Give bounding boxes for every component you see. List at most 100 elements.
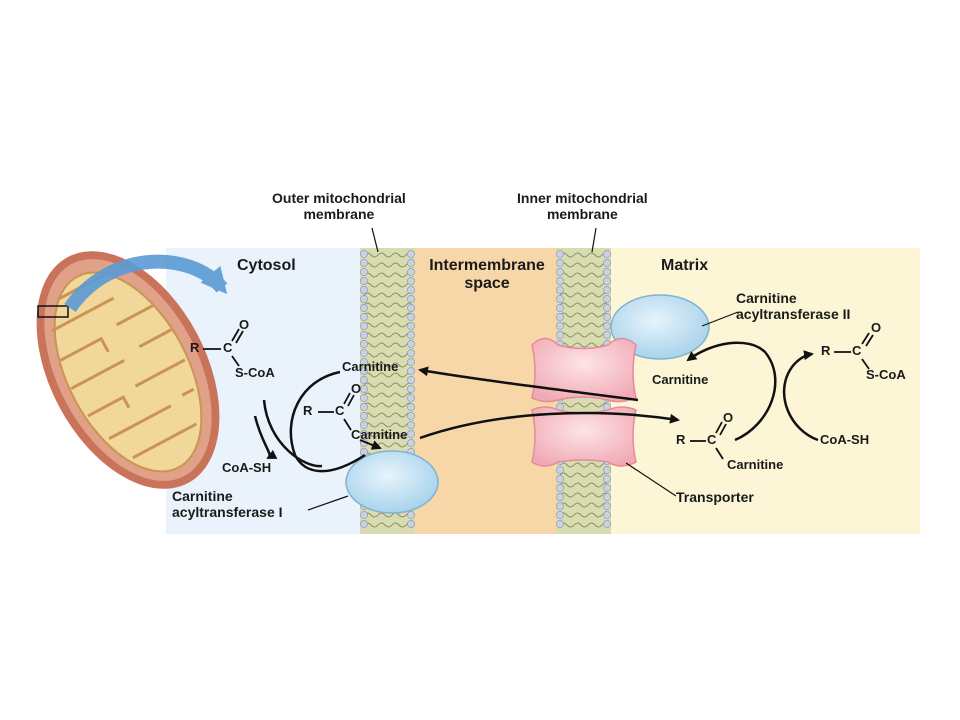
lipid-head-dot [603, 277, 611, 285]
cytosol-acylcarnitine-arrow [359, 439, 382, 450]
lipid-head-dot [360, 331, 368, 339]
lipid-head-dot [407, 268, 415, 276]
transporter-lower-shape [531, 406, 637, 467]
enzyme-ii-line2: acyltransferase II [736, 306, 851, 323]
lipid-head-dot [603, 250, 611, 258]
lipid-head-dot [556, 286, 564, 294]
lipid-head-dot [407, 313, 415, 321]
lipid-head-dot [360, 259, 368, 267]
cytosol-free-carnitine: Carnitine [342, 359, 399, 374]
matrix-acyl-coa-o: O [871, 320, 882, 335]
lipid-head-dot [556, 493, 564, 501]
enzyme-i-pointer [307, 495, 349, 511]
outer-membrane-callout-line1: Outer mitochondrial [272, 190, 406, 206]
lipid-head-dot [556, 277, 564, 285]
cytosol-acyl-coa-scoa: S-CoA [235, 365, 275, 380]
cytosol-carnitine-arc [289, 370, 366, 473]
cytosol-acylcarnitine-bonds [318, 392, 355, 431]
lipid-head-dot [360, 358, 368, 366]
lipid-head-dot [407, 439, 415, 447]
intermembrane-space-title: Intermembrane space [418, 257, 556, 294]
carnitine-acyltransferase-ii-shape [610, 294, 710, 360]
cytosol-coa-sh: CoA-SH [222, 460, 272, 475]
lipid-head-dot [407, 304, 415, 312]
cytosol-acylcarnitine-r: R [303, 403, 313, 418]
transporter-pointer [625, 462, 677, 497]
outer-membrane-pointer [371, 227, 379, 253]
matrix-acylcarnitine-o: O [723, 410, 734, 425]
lipid-head-dot [407, 322, 415, 330]
cytosol-title: Cytosol [237, 257, 296, 274]
lipid-head-dot [556, 331, 564, 339]
lipid-head-dot [360, 313, 368, 321]
lipid-head-dot [360, 385, 368, 393]
matrix-acyl-coa-r: R [821, 343, 831, 358]
lipid-head-dot [407, 331, 415, 339]
cytosol-coa-release-arc [262, 399, 323, 468]
lipid-head-dot [556, 520, 564, 528]
matrix-acylcarnitine-carnitine: Carnitine [727, 457, 784, 472]
lipid-head-dot [360, 286, 368, 294]
transporter-upper-shape [531, 337, 637, 403]
lipid-head-dot [360, 376, 368, 384]
lipid-head-dot [603, 313, 611, 321]
lipid-head-dot [603, 322, 611, 330]
matrix-acyl-coa-bonds [834, 332, 874, 370]
lipid-head-dot [407, 520, 415, 528]
lipid-head-dot [360, 268, 368, 276]
lipid-head-dot [407, 250, 415, 258]
transporter-label: Transporter [676, 489, 754, 505]
inner-membrane-callout: Inner mitochondrial membrane [517, 190, 648, 222]
cytosol-acyl-coa-o: O [239, 317, 250, 332]
matrix-free-carnitine: Carnitine [652, 372, 709, 387]
lipid-head-dot [360, 421, 368, 429]
inner-membrane-callout-line1: Inner mitochondrial [517, 190, 648, 206]
lipid-head-dot [360, 340, 368, 348]
matrix-coa-sh: CoA-SH [820, 432, 870, 447]
cytosol-acyl-coa-bonds [203, 328, 244, 367]
enzyme-i-line2: acyltransferase I [172, 504, 283, 521]
acylcarnitine-import-arrow [419, 411, 680, 440]
lipid-head-dot [360, 322, 368, 330]
lipid-head-dot [556, 268, 564, 276]
lipid-head-dot [360, 349, 368, 357]
enzyme-i-line1: Carnitine [172, 488, 233, 504]
lipid-head-dot [407, 511, 415, 519]
lipid-head-dot [407, 376, 415, 384]
lipid-head-dot [556, 304, 564, 312]
lipid-head-dot [603, 511, 611, 519]
lipid-head-dot [556, 259, 564, 267]
lipid-head-dot [556, 250, 564, 258]
lipid-head-dot [407, 430, 415, 438]
zoom-box-icon [37, 305, 69, 318]
lipid-head-dot [556, 295, 564, 303]
intermembrane-space-region [415, 248, 556, 534]
lipid-head-dot [556, 475, 564, 483]
matrix-acylcarnitine-r: R [676, 432, 686, 447]
lipid-head-dot [407, 295, 415, 303]
lipid-head-dot [360, 277, 368, 285]
lipid-head-dot [556, 502, 564, 510]
lipid-head-dot [603, 331, 611, 339]
lipid-head-dot [407, 358, 415, 366]
lipid-head-dot [603, 493, 611, 501]
lipid-head-dot [603, 520, 611, 528]
carnitine-acyltransferase-i-label: Carnitine acyltransferase I [172, 488, 283, 520]
lipid-head-dot [603, 484, 611, 492]
lipid-head-dot [603, 286, 611, 294]
carnitine-acyltransferase-i-shape [345, 450, 439, 514]
matrix-acylcarnitine-bonds [690, 421, 727, 460]
lipid-head-dot [603, 475, 611, 483]
outer-membrane-callout-line2: membrane [303, 206, 375, 223]
lipid-head-dot [360, 511, 368, 519]
lipid-head-dot [407, 286, 415, 294]
mitochondrion-illustration [36, 251, 220, 489]
matrix-acylcarnitine-c: C [707, 432, 717, 447]
lipid-head-dot [407, 403, 415, 411]
cytosol-acylcarnitine-o: O [351, 381, 362, 396]
lipid-head-dot [407, 385, 415, 393]
cytosol-coa-sh-arrow [253, 415, 278, 460]
carnitine-return-arrow [418, 366, 639, 402]
enzyme-ii-pointer [701, 311, 739, 327]
lipid-head-dot [603, 268, 611, 276]
